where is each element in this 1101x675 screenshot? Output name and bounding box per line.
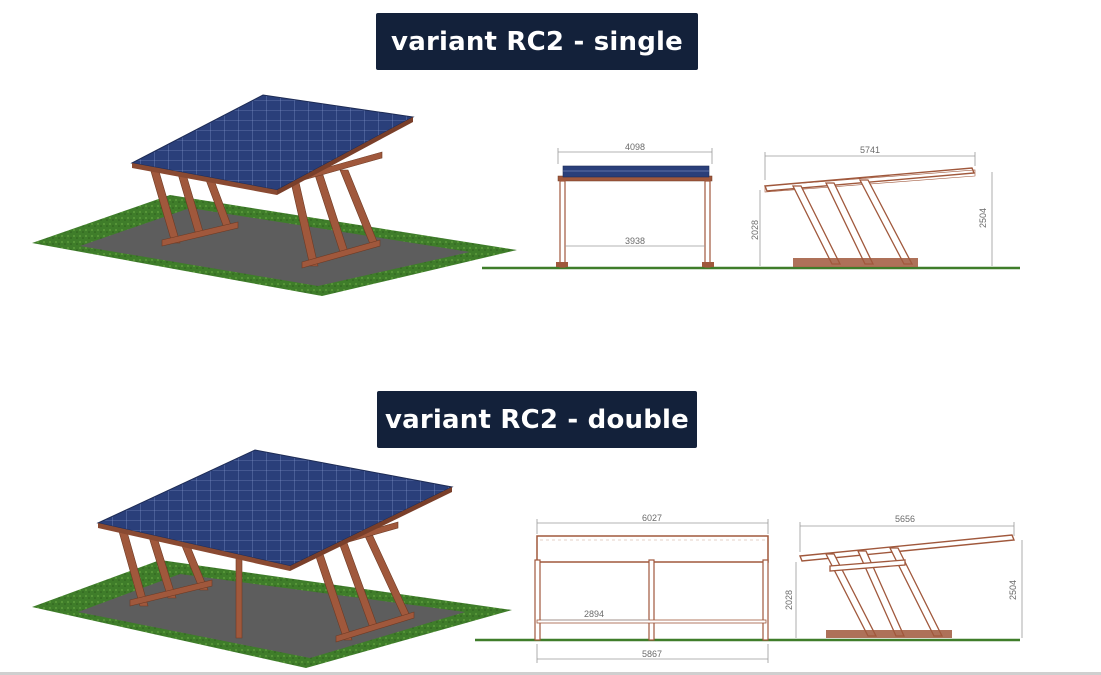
single-side-view: 5741 2028 2504	[750, 145, 993, 267]
dim-5741: 5741	[860, 145, 880, 155]
dim-2028-double: 2028	[784, 590, 794, 610]
title-double: variant RC2 - double	[377, 391, 697, 448]
dim-4098: 4098	[625, 142, 645, 152]
dim-5867: 5867	[642, 649, 662, 659]
solar-roof	[96, 449, 454, 567]
title-single: variant RC2 - single	[376, 13, 698, 70]
timber-legs	[117, 521, 415, 643]
dim-3938: 3938	[625, 236, 645, 246]
single-3d-view	[32, 94, 517, 296]
dim-2504-double: 2504	[1008, 580, 1018, 600]
double-side-view: 5656 2028 2504	[784, 514, 1023, 638]
dim-6027: 6027	[642, 513, 662, 523]
bottom-rule	[0, 672, 1101, 675]
single-front-view: 4098 3938	[556, 142, 714, 268]
double-front-view: 6027 2894 5867	[534, 513, 769, 663]
dim-2504-single: 2504	[978, 208, 988, 228]
dim-2028-single: 2028	[750, 220, 760, 240]
dim-5656: 5656	[895, 514, 915, 524]
timber-legs	[149, 151, 383, 269]
asphalt-pad	[80, 208, 470, 286]
double-3d-view	[32, 449, 512, 668]
dim-2894: 2894	[584, 609, 604, 619]
